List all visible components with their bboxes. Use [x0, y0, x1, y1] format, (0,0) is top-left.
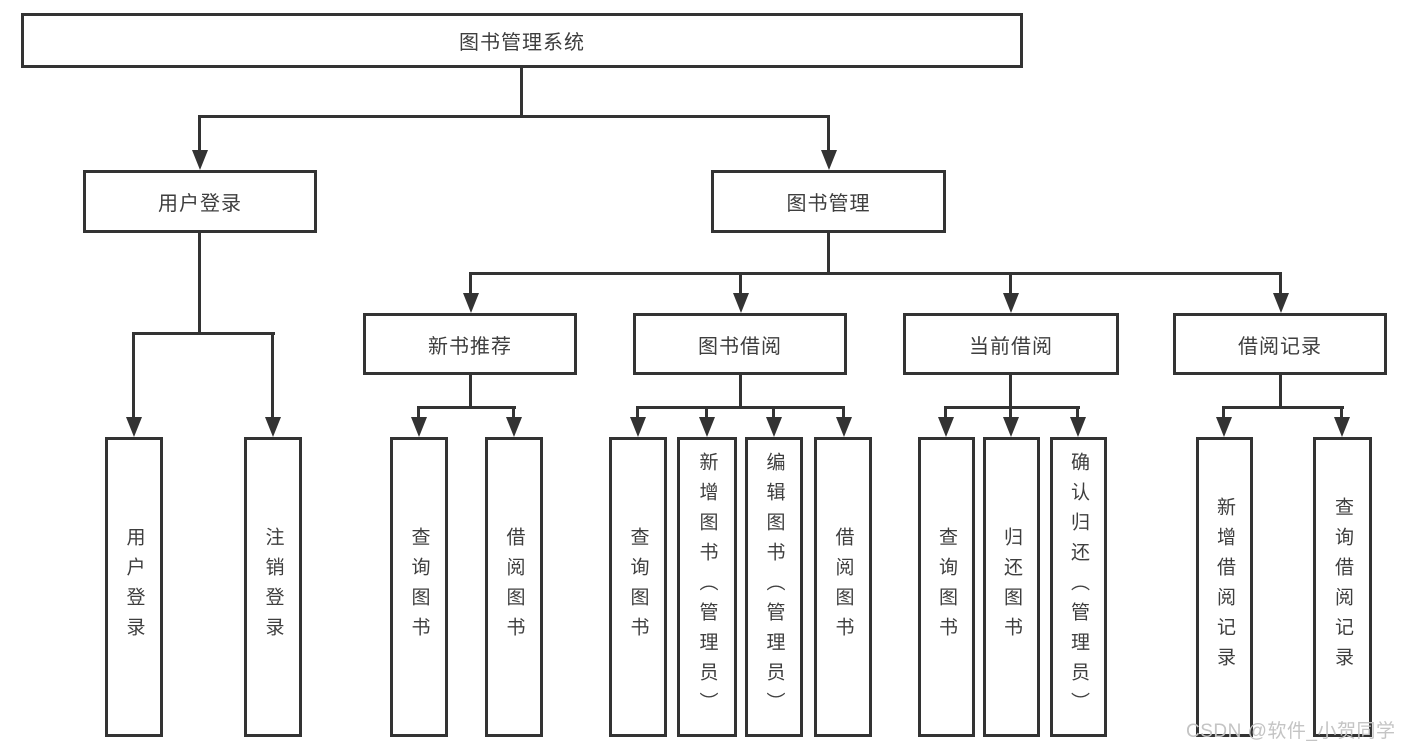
leaf-current-query-books: 查询图书: [918, 437, 975, 737]
leaf-records-add-record-label: 新增借阅记录: [1214, 497, 1235, 677]
node-user-login-label: 用户登录: [158, 193, 242, 215]
connector-new-book-recommend-stem: [469, 375, 472, 408]
connector-drop-recommend-query: [417, 406, 420, 419]
leaf-current-confirm-return-admin-label: 确认归还（管理员）: [1068, 452, 1089, 722]
connector-book-borrowing-split: [636, 406, 845, 409]
leaf-current-return-books-label: 归还图书: [1001, 527, 1022, 647]
node-new-book-recommend-label: 新书推荐: [428, 335, 512, 358]
arrowhead-borrowing-add: [699, 417, 715, 437]
connector-level2-split: [469, 272, 1282, 275]
leaf-records-add-record: 新增借阅记录: [1196, 437, 1253, 737]
connector-drop-user-login: [198, 115, 201, 152]
leaf-recommend-query-books-label: 查询图书: [408, 527, 430, 647]
connector-drop-borrowing-add: [705, 406, 708, 419]
connector-drop-new-book-recommend: [469, 272, 472, 295]
arrowhead-recommend-borrow: [506, 417, 522, 437]
connector-user-login-stem: [198, 233, 201, 334]
arrowhead-book-borrowing: [733, 293, 749, 313]
connector-drop-current-return: [1009, 406, 1012, 419]
csdn-watermark: CSDN @软件_小贺同学: [1186, 721, 1396, 742]
node-root: 图书管理系统: [21, 13, 1023, 68]
leaf-user-login-label: 用户登录: [123, 527, 145, 647]
connector-drop-records-query: [1340, 406, 1343, 419]
node-current-borrowing: 当前借阅: [903, 313, 1119, 375]
leaf-current-query-books-label: 查询图书: [936, 527, 957, 647]
arrowhead-records-add: [1216, 417, 1232, 437]
arrowhead-borrowing-borrow: [836, 417, 852, 437]
connector-drop-current-borrowing: [1009, 272, 1012, 295]
connector-level1-split: [198, 115, 830, 118]
connector-drop-leaf-logout: [271, 332, 274, 418]
leaf-borrowing-borrow-books: 借阅图书: [814, 437, 872, 737]
connector-borrowing-records-split: [1222, 406, 1344, 409]
connector-drop-records-add: [1222, 406, 1225, 419]
connector-drop-book-management: [827, 115, 830, 152]
connector-current-borrowing-split: [944, 406, 1080, 409]
arrowhead-recommend-query: [411, 417, 427, 437]
leaf-borrowing-query-books: 查询图书: [609, 437, 667, 737]
arrowhead-borrowing-records: [1273, 293, 1289, 313]
connector-drop-borrowing-query: [636, 406, 639, 419]
connector-drop-borrowing-records: [1279, 272, 1282, 295]
leaf-borrowing-query-books-label: 查询图书: [627, 527, 649, 647]
leaf-borrowing-edit-books-admin-label: 编辑图书（管理员）: [763, 452, 785, 722]
leaf-current-return-books: 归还图书: [983, 437, 1040, 737]
leaf-borrowing-add-books-admin-label: 新增图书（管理员）: [696, 452, 718, 722]
arrowhead-current-confirm: [1070, 417, 1086, 437]
arrowhead-leaf-user-login: [126, 417, 142, 437]
arrowhead-user-login: [192, 150, 208, 170]
connector-drop-borrowing-borrow: [842, 406, 845, 419]
leaf-records-query-record: 查询借阅记录: [1313, 437, 1372, 737]
node-borrowing-records-label: 借阅记录: [1238, 335, 1322, 358]
node-root-label: 图书管理系统: [459, 32, 585, 54]
leaf-recommend-borrow-books-label: 借阅图书: [503, 527, 525, 647]
connector-new-book-recommend-split: [417, 406, 516, 409]
arrowhead-records-query: [1334, 417, 1350, 437]
connector-drop-current-confirm: [1076, 406, 1079, 419]
node-book-borrowing: 图书借阅: [633, 313, 847, 375]
leaf-borrowing-edit-books-admin: 编辑图书（管理员）: [745, 437, 803, 737]
leaf-logout-label: 注销登录: [262, 527, 284, 647]
arrowhead-current-return: [1003, 417, 1019, 437]
arrowhead-new-book-recommend: [463, 293, 479, 313]
connector-drop-borrowing-edit: [772, 406, 775, 419]
connector-drop-recommend-borrow: [512, 406, 515, 419]
connector-current-borrowing-stem: [1009, 375, 1012, 408]
node-new-book-recommend: 新书推荐: [363, 313, 577, 375]
connector-drop-leaf-user-login: [132, 332, 135, 418]
leaf-records-query-record-label: 查询借阅记录: [1332, 497, 1353, 677]
node-user-login: 用户登录: [83, 170, 317, 233]
leaf-current-confirm-return-admin: 确认归还（管理员）: [1050, 437, 1107, 737]
arrowhead-current-query: [938, 417, 954, 437]
node-borrowing-records: 借阅记录: [1173, 313, 1387, 375]
connector-book-borrowing-stem: [739, 375, 742, 408]
leaf-user-login: 用户登录: [105, 437, 163, 737]
arrowhead-borrowing-query: [630, 417, 646, 437]
arrowhead-leaf-logout: [265, 417, 281, 437]
leaf-borrowing-add-books-admin: 新增图书（管理员）: [677, 437, 737, 737]
leaf-recommend-query-books: 查询图书: [390, 437, 448, 737]
connector-root-stem: [520, 68, 523, 118]
node-book-management: 图书管理: [711, 170, 946, 233]
connector-drop-book-borrowing: [739, 272, 742, 295]
connector-drop-current-query: [944, 406, 947, 419]
leaf-logout: 注销登录: [244, 437, 302, 737]
leaf-recommend-borrow-books: 借阅图书: [485, 437, 543, 737]
connector-book-management-stem: [827, 233, 830, 274]
arrowhead-current-borrowing: [1003, 293, 1019, 313]
arrowhead-book-management: [821, 150, 837, 170]
node-book-borrowing-label: 图书借阅: [698, 335, 782, 358]
node-current-borrowing-label: 当前借阅: [969, 335, 1053, 358]
arrowhead-borrowing-edit: [766, 417, 782, 437]
node-book-management-label: 图书管理: [786, 193, 871, 215]
connector-borrowing-records-stem: [1279, 375, 1282, 408]
leaf-borrowing-borrow-books-label: 借阅图书: [832, 527, 854, 647]
connector-user-login-split: [132, 332, 275, 335]
